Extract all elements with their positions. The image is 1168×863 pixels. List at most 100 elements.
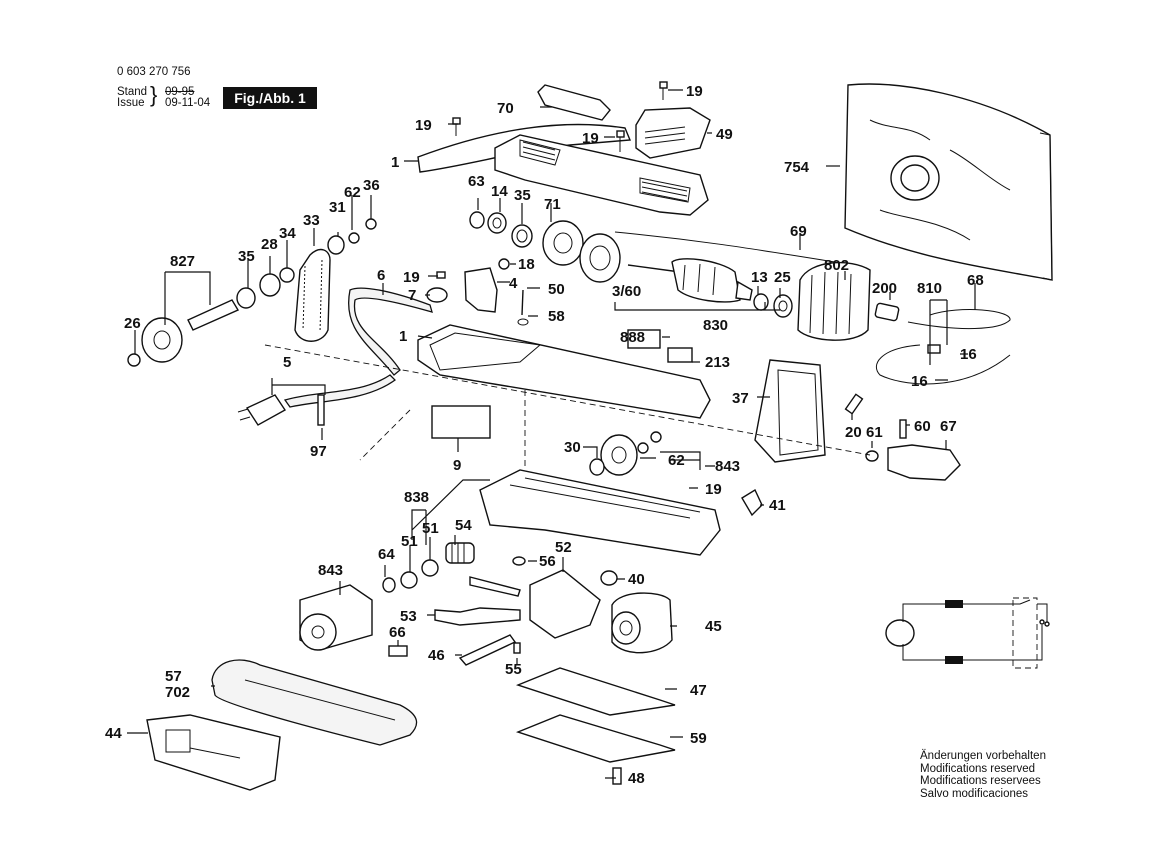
part-label: 45 xyxy=(705,618,722,635)
part-label: 30 xyxy=(564,439,581,456)
drive-pulley-part xyxy=(127,299,240,367)
dust-outlet-44 xyxy=(146,714,281,791)
small-pulley-part xyxy=(327,218,377,255)
base-frame-part xyxy=(479,469,721,556)
part-label: 50 xyxy=(548,281,565,298)
part-label: 44 xyxy=(105,725,122,742)
part-label: 14 xyxy=(491,183,508,200)
issue-label: Issue xyxy=(117,97,145,109)
part-label: 51 xyxy=(422,520,439,537)
dust-bag-part xyxy=(844,83,1053,281)
part-label: 58 xyxy=(548,308,565,325)
idler-roller-843 xyxy=(299,584,373,651)
washer-56 xyxy=(512,556,526,566)
top-housing-part xyxy=(494,134,709,216)
old-date: 09-95 xyxy=(165,86,195,98)
part-label: 18 xyxy=(518,256,535,273)
part-label: 52 xyxy=(555,539,572,556)
part-label: 70 xyxy=(497,100,514,117)
sanding-belt-57 xyxy=(211,659,418,746)
part-label: 16 xyxy=(911,373,928,390)
rear-cover-part xyxy=(754,359,826,463)
disclaimer-notes: Änderungen vorbehalten Modifications res… xyxy=(920,750,1046,800)
part-label: 35 xyxy=(238,248,255,265)
pulley-bearings xyxy=(236,267,295,309)
part-label: 36 xyxy=(363,177,380,194)
armature-part xyxy=(627,258,753,303)
part-label: 61 xyxy=(866,424,883,441)
part-label: 19 xyxy=(582,130,599,147)
part-label: 28 xyxy=(261,236,278,253)
wiring-diagram xyxy=(885,597,1050,669)
part-label: 16 xyxy=(960,346,977,363)
bracket-52 xyxy=(529,569,601,639)
gear-part xyxy=(542,220,621,283)
note-line: Modifications reservees xyxy=(920,775,1041,787)
power-cord-part xyxy=(237,374,396,426)
screw-40 xyxy=(600,570,618,586)
lever-53 xyxy=(434,576,521,626)
part-label: 830 xyxy=(703,317,728,334)
part-label: 810 xyxy=(917,280,942,297)
label-888 xyxy=(627,329,661,349)
part-label: 19 xyxy=(403,269,420,286)
part-label: 19 xyxy=(415,117,432,134)
part-label: 213 xyxy=(705,354,730,371)
note-line: Modifications reserved xyxy=(920,762,1036,775)
drive-belt-part xyxy=(294,248,331,342)
lower-housing-part xyxy=(417,324,711,419)
part-label: 6 xyxy=(377,267,385,284)
part-label: 57 xyxy=(165,668,182,685)
document-number: 0 603 270 756 xyxy=(117,66,191,78)
issue-date: 09-11-04 xyxy=(165,97,211,109)
screw-55 xyxy=(513,642,521,654)
part-label: 19 xyxy=(686,83,703,100)
leader-lines xyxy=(127,89,976,779)
knob-67 xyxy=(865,419,961,481)
part-label: 802 xyxy=(824,257,849,274)
figure-label: Fig./Abb. 1 xyxy=(223,87,317,109)
plate-59 xyxy=(515,714,676,763)
part-label: 4 xyxy=(509,275,518,292)
part-label: 48 xyxy=(628,770,645,787)
brace-icon: } xyxy=(150,82,158,107)
part-label: 31 xyxy=(329,199,346,216)
part-label: 49 xyxy=(716,126,733,143)
assembly-line xyxy=(359,409,411,461)
part-label: 34 xyxy=(279,225,296,242)
bushings-51 xyxy=(382,559,439,593)
brush-holder-part xyxy=(874,302,1011,385)
part-label: 71 xyxy=(544,196,561,213)
part-label: 9 xyxy=(453,457,461,474)
switch-cover-part xyxy=(537,84,611,121)
motor-cap-part xyxy=(635,107,711,159)
wire-69 xyxy=(614,231,836,263)
part-label: 51 xyxy=(401,533,418,550)
part-label: 53 xyxy=(400,608,417,625)
screw-48 xyxy=(612,767,622,785)
part-label: 47 xyxy=(690,682,707,699)
part-label: 63 xyxy=(468,173,485,190)
bearing-13-25 xyxy=(753,293,793,318)
switch-part xyxy=(464,258,529,326)
assembly-line xyxy=(264,344,871,456)
label-213 xyxy=(667,347,693,363)
part-label: 20 xyxy=(845,424,862,441)
part-label: 888 xyxy=(620,329,645,346)
part-label: 25 xyxy=(774,269,791,286)
part-label: 13 xyxy=(751,269,768,286)
part-label: 33 xyxy=(303,212,320,229)
screw-20 xyxy=(844,393,864,415)
part-label: 64 xyxy=(378,546,395,563)
part-label: 62 xyxy=(668,452,685,469)
plate-47 xyxy=(515,667,676,716)
part-label: 60 xyxy=(914,418,931,435)
part-label: 66 xyxy=(389,624,406,641)
part-label: 26 xyxy=(124,315,141,332)
part-label: 68 xyxy=(967,272,984,289)
spring-54 xyxy=(445,542,475,564)
pin-46 xyxy=(458,634,517,666)
part-label: 35 xyxy=(514,187,531,204)
part-label: 54 xyxy=(455,517,472,534)
